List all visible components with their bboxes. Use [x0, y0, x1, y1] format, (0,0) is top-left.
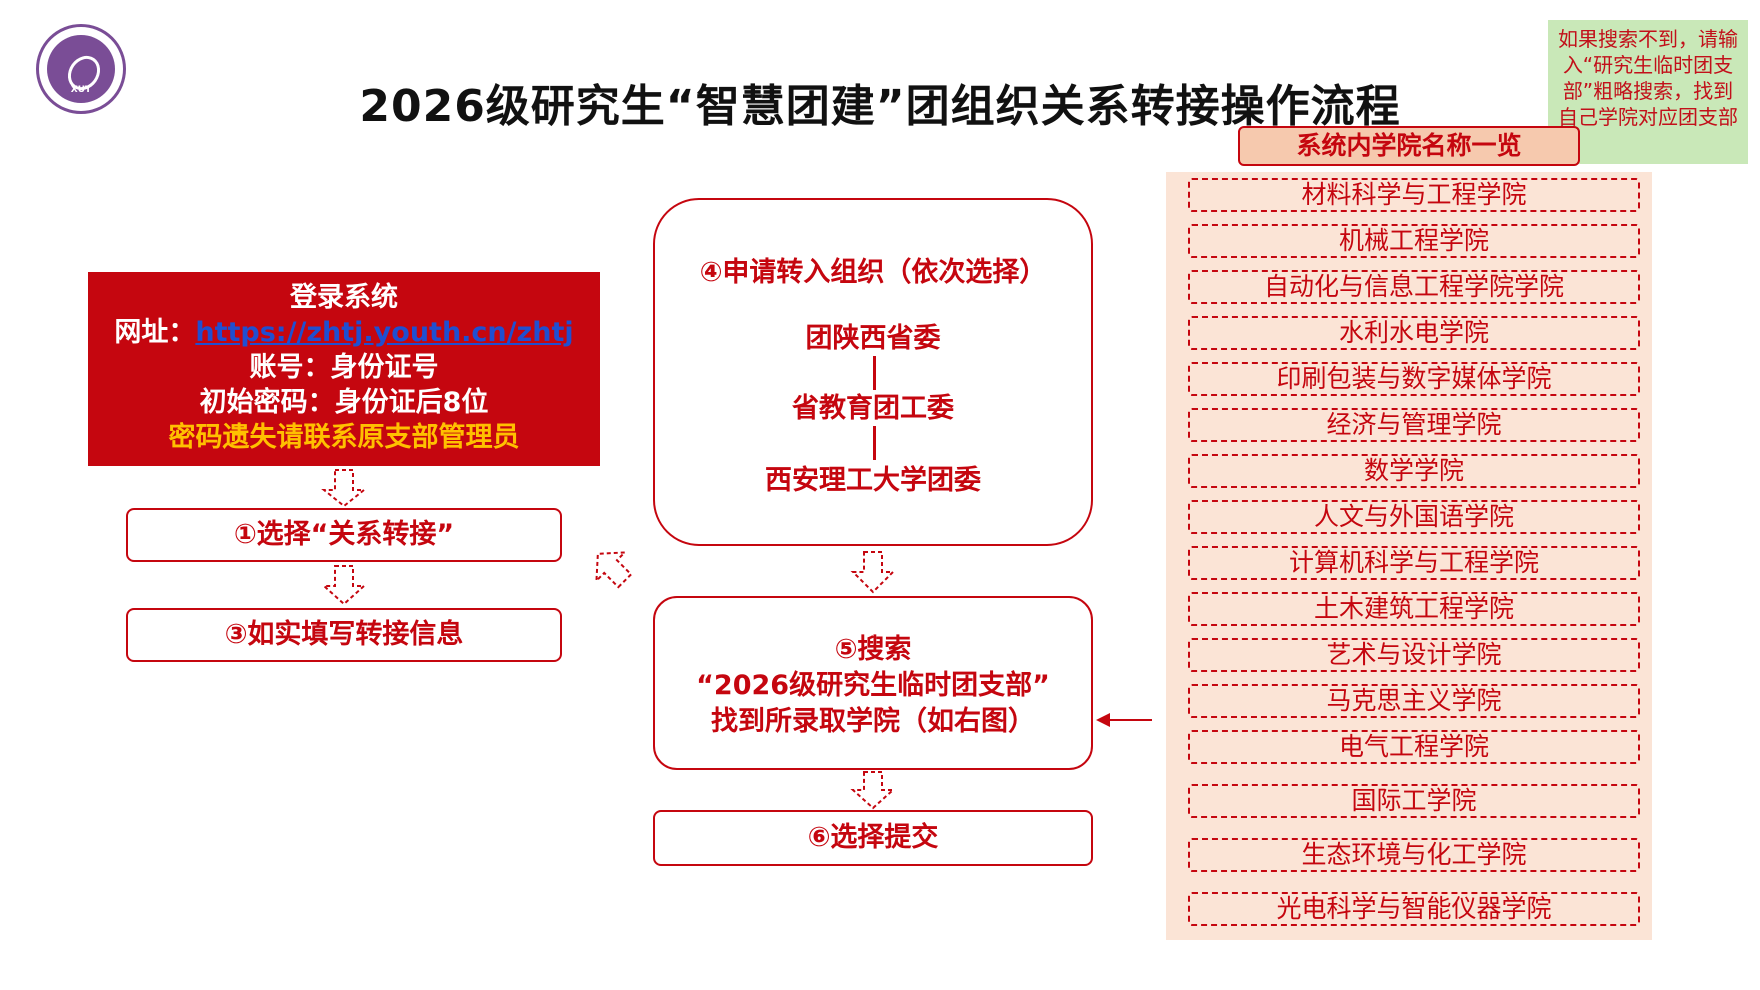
step-1-box: ①选择“关系转接” [126, 508, 562, 562]
step-3-box: ③如实填写转接信息 [126, 608, 562, 662]
org-connector-2 [873, 426, 876, 460]
arrow-step4-to-step5 [850, 551, 896, 594]
login-url-link[interactable]: https://zhtj.youth.cn/zhtj [195, 317, 574, 348]
school-item: 土木建筑工程学院 [1188, 592, 1640, 626]
step-4-title: ④申请转入组织（依次选择） [699, 257, 1047, 288]
step-6-box: ⑥选择提交 [653, 810, 1093, 866]
university-logo: XUT [36, 24, 126, 114]
login-heading: 登录系统 [290, 282, 398, 313]
school-catalog-panel: 材料科学与工程学院 机械工程学院 自动化与信息工程学院学院 水利水电学院 印刷包… [1166, 172, 1652, 940]
step-5-text: ⑤搜索 “2026级研究生临时团支部” 找到所录取学院（如右图） [655, 632, 1091, 740]
school-item: 机械工程学院 [1188, 224, 1640, 258]
step-4-box: ④申请转入组织（依次选择） 团陕西省委 省教育团工委 西安理工大学团委 [653, 198, 1093, 546]
arrow-step5-to-step6 [850, 771, 896, 810]
arrow-catalog-to-step5 [1096, 713, 1152, 727]
org-connector-1 [873, 356, 876, 390]
catalog-header: 系统内学院名称一览 [1238, 126, 1580, 166]
school-item: 国际工学院 [1188, 784, 1640, 818]
school-item: 自动化与信息工程学院学院 [1188, 270, 1640, 304]
arrow-step3-to-step4 [595, 551, 633, 589]
login-url-line: 网址：https://zhtj.youth.cn/zhtj [88, 315, 600, 350]
school-item: 光电科学与智能仪器学院 [1188, 892, 1640, 926]
school-item: 材料科学与工程学院 [1188, 178, 1640, 212]
org-level-2: 省教育团工委 [792, 393, 954, 424]
school-item: 生态环境与化工学院 [1188, 838, 1640, 872]
login-info-box: 登录系统 网址：https://zhtj.youth.cn/zhtj 账号：身份… [88, 272, 600, 466]
org-level-1: 团陕西省委 [805, 323, 941, 354]
school-item: 经济与管理学院 [1188, 408, 1640, 442]
step-5-line-2: “2026级研究生临时团支部” [696, 670, 1050, 701]
url-label: 网址： [114, 317, 196, 348]
school-item: 计算机科学与工程学院 [1188, 546, 1640, 580]
school-item: 印刷包装与数字媒体学院 [1188, 362, 1640, 396]
step-5-line-1: ⑤搜索 [834, 634, 912, 665]
school-item: 数学学院 [1188, 454, 1640, 488]
org-level-3: 西安理工大学团委 [765, 465, 981, 496]
logo-emblem: XUT [47, 35, 115, 103]
school-item: 水利水电学院 [1188, 316, 1640, 350]
login-password: 初始密码：身份证后8位 [199, 387, 489, 418]
logo-label: XUT [70, 85, 92, 95]
search-tip-note: 如果搜索不到，请输入“研究生临时团支部”粗略搜索，找到自己学院对应团支部 [1548, 20, 1748, 164]
arrow-step1-to-step3 [321, 565, 367, 606]
login-warning: 密码遗失请联系原支部管理员 [168, 422, 520, 453]
school-item: 人文与外国语学院 [1188, 500, 1640, 534]
page-title: 2026级研究生“智慧团建”团组织关系转接操作流程 [359, 81, 1401, 132]
login-account: 账号：身份证号 [249, 352, 439, 383]
step-5-box: ⑤搜索 “2026级研究生临时团支部” 找到所录取学院（如右图） [653, 596, 1093, 770]
school-item: 艺术与设计学院 [1188, 638, 1640, 672]
school-item: 电气工程学院 [1188, 730, 1640, 764]
step-5-line-3: 找到所录取学院（如右图） [711, 706, 1035, 737]
arrow-login-to-step1 [321, 469, 367, 508]
school-item: 马克思主义学院 [1188, 684, 1640, 718]
